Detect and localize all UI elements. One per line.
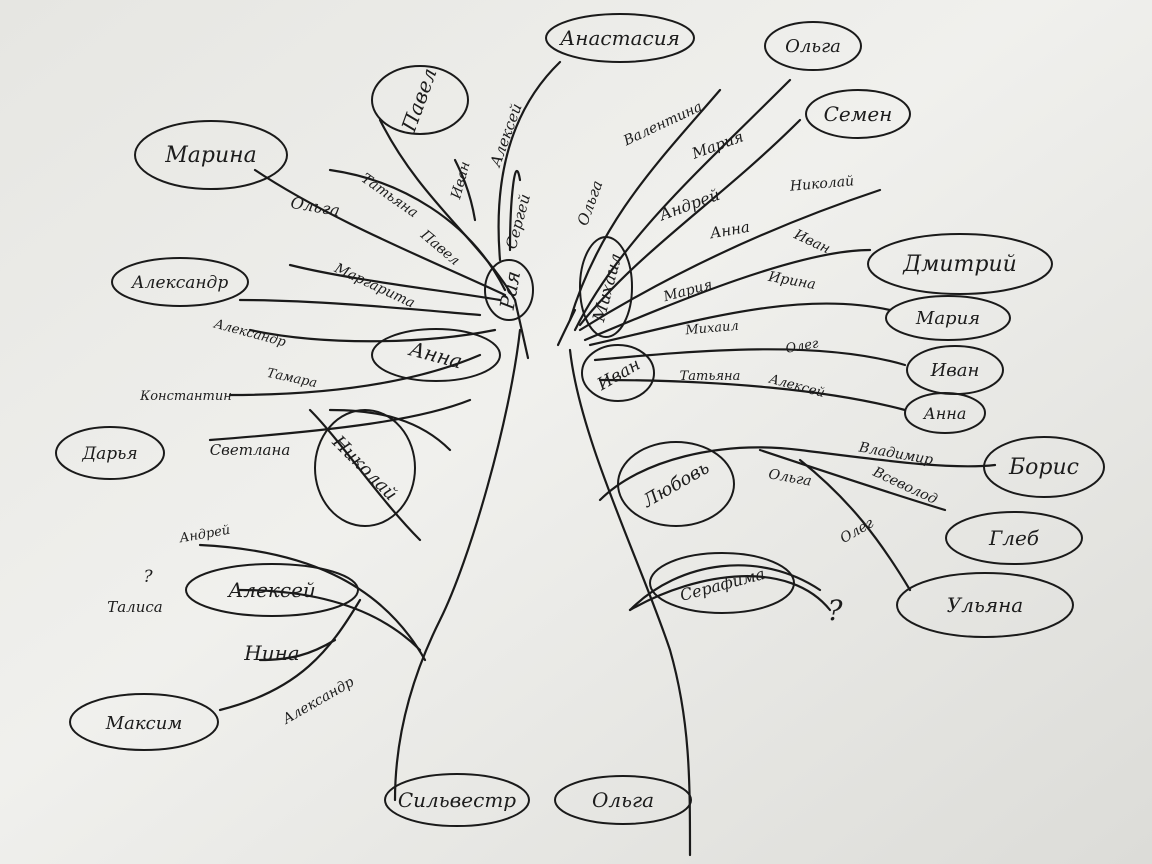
name-olga-top-right: Ольга xyxy=(785,36,841,57)
name-tatyana-right: Татьяна xyxy=(680,369,741,384)
name-ivan-oval-right: Иван xyxy=(930,360,980,381)
name-question-left: ? xyxy=(143,567,153,587)
name-root-left: Сильвестр xyxy=(398,788,516,812)
name-question-right: ? xyxy=(827,594,843,627)
name-talisa: Талиса xyxy=(107,598,163,616)
oval-semen xyxy=(805,89,911,139)
name-dmitriy: Дмитрий xyxy=(902,252,1017,277)
name-maria-oval: Мария xyxy=(915,308,980,329)
oval-ulyana xyxy=(896,572,1074,638)
oval-maksim xyxy=(69,693,219,751)
name-root-right: Ольга xyxy=(592,788,654,812)
oval-pavel xyxy=(371,65,469,135)
oval-ivan-left xyxy=(581,344,655,402)
name-nina: Нина xyxy=(243,641,299,665)
tree-branches xyxy=(198,60,997,712)
name-aleksandr-oval: Александр xyxy=(131,273,229,293)
oval-lyubov xyxy=(617,441,735,527)
oval-nikolay xyxy=(314,409,416,527)
oval-anastasia xyxy=(545,13,695,63)
oval-serafima xyxy=(649,552,795,614)
name-oleg-mid: Олег xyxy=(784,336,820,357)
name-ulyana: Ульяна xyxy=(947,593,1023,617)
oval-raya xyxy=(484,259,534,321)
name-semen: Семен xyxy=(824,102,893,126)
name-maksim: Максим xyxy=(105,713,183,734)
oval-aleksey-left xyxy=(185,563,359,617)
name-darya: Дарья xyxy=(81,444,137,464)
name-olga-low: Ольга xyxy=(767,466,813,489)
oval-olga-top-right xyxy=(764,21,862,71)
oval-maria xyxy=(885,295,1011,341)
name-marina: Марина xyxy=(164,143,257,168)
name-anna-oval-right: Анна xyxy=(923,404,967,423)
name-anastasia: Анастасия xyxy=(558,26,680,50)
name-boris: Борис xyxy=(1008,455,1079,480)
name-konstantin: Константин xyxy=(139,389,232,404)
oval-mikhail xyxy=(579,236,633,338)
name-svetlana: Светлана xyxy=(210,441,291,459)
name-ovals xyxy=(55,13,1105,827)
name-aleksey-left: Алексей xyxy=(226,578,316,602)
oval-root-left xyxy=(384,773,530,827)
oval-darya xyxy=(55,426,165,480)
oval-aleksandr xyxy=(111,257,249,307)
oval-boris xyxy=(983,436,1105,498)
oval-dmitriy xyxy=(867,233,1053,295)
oval-root-right xyxy=(554,775,692,825)
tree-trunk xyxy=(393,298,692,857)
name-mikhail-text: Михаил xyxy=(684,319,740,339)
name-gleb: Глеб xyxy=(988,526,1040,550)
oval-anna-right xyxy=(904,392,986,434)
name-nikolay-right: Николай xyxy=(788,173,854,195)
oval-anna-left xyxy=(371,328,501,382)
oval-gleb xyxy=(945,511,1083,565)
oval-marina xyxy=(134,120,288,190)
